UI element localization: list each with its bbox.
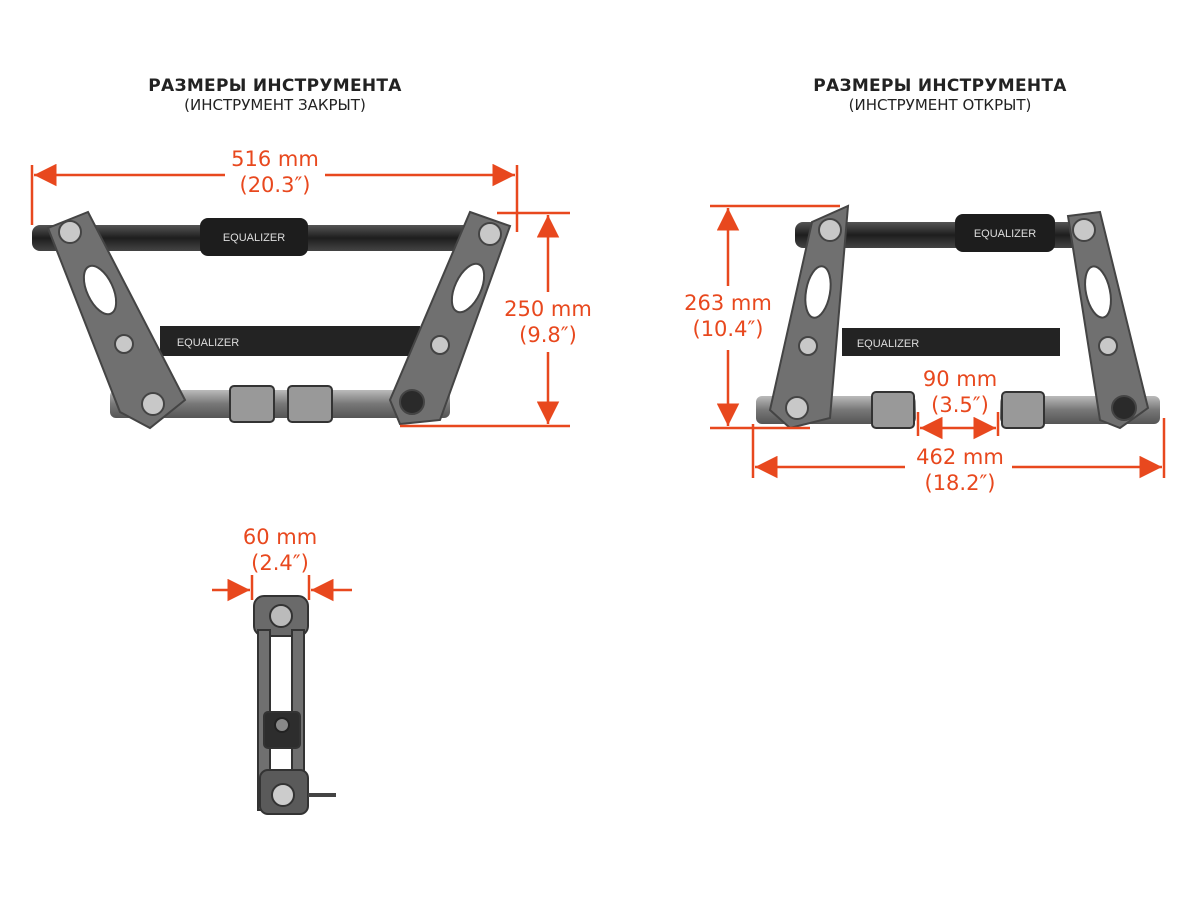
open-top-logo: EQUALIZER bbox=[974, 228, 1036, 240]
side-middle-pin bbox=[274, 717, 290, 733]
open-left-pin-mid bbox=[798, 336, 818, 356]
closed-left-pin-top bbox=[58, 220, 82, 244]
side-top-pin bbox=[269, 604, 293, 628]
side-thickness-mm: 60 mm bbox=[242, 525, 318, 549]
open-right-pin-top bbox=[1072, 218, 1096, 242]
open-left-arm-slot bbox=[804, 265, 832, 319]
closed-left-pin-mid bbox=[114, 334, 134, 354]
open-label-bar bbox=[842, 328, 1060, 356]
closed-label-bar bbox=[160, 326, 420, 356]
open-height-in: (10.4″) bbox=[692, 317, 764, 341]
open-left-pin-top bbox=[818, 218, 842, 242]
closed-dimensions bbox=[30, 163, 570, 428]
closed-height-label: 250 mm (9.8″) bbox=[498, 296, 598, 348]
side-dimensions bbox=[212, 575, 352, 602]
open-gap-mm: 90 mm bbox=[922, 367, 998, 391]
closed-left-arm-slot bbox=[82, 264, 118, 316]
open-right-pin-mid bbox=[1098, 336, 1118, 356]
open-jaw-right bbox=[1001, 391, 1045, 429]
closed-top-logo: EQUALIZER bbox=[223, 232, 285, 244]
closed-right-arm-slot bbox=[450, 262, 486, 314]
closed-height-in: (9.8″) bbox=[519, 323, 577, 347]
open-width-label: 462 mm (18.2″) bbox=[908, 444, 1012, 496]
closed-right-pin-top bbox=[478, 222, 502, 246]
side-view-tool bbox=[253, 595, 336, 815]
open-subtitle: (ИНСТРУМЕНТ ОТКРЫТ) bbox=[848, 96, 1032, 115]
closed-top-body bbox=[200, 218, 308, 256]
closed-jaw-left bbox=[229, 385, 275, 423]
closed-width-in: (20.3″) bbox=[239, 173, 311, 197]
open-title-block: РАЗМЕРЫ ИНСТРУМЕНТА (ИНСТРУМЕНТ ОТКРЫТ) bbox=[795, 76, 1085, 114]
closed-width-mm: 516 mm bbox=[231, 147, 319, 171]
closed-subtitle: (ИНСТРУМЕНТ ЗАКРЫТ) bbox=[184, 96, 366, 115]
closed-title-block: РАЗМЕРЫ ИНСТРУМЕНТА (ИНСТРУМЕНТ ЗАКРЫТ) bbox=[130, 76, 420, 114]
open-title: РАЗМЕРЫ ИНСТРУМЕНТА bbox=[813, 76, 1067, 96]
closed-left-arm bbox=[46, 210, 187, 430]
open-jaw-left bbox=[871, 391, 915, 429]
side-thickness-in: (2.4″) bbox=[251, 551, 309, 575]
closed-left-pin-bottom bbox=[141, 392, 165, 416]
open-width-in: (18.2″) bbox=[924, 471, 996, 495]
open-label-logo: EQUALIZER bbox=[857, 338, 919, 350]
open-right-arm bbox=[1066, 210, 1150, 430]
open-height-label: 263 mm (10.4″) bbox=[678, 290, 778, 342]
side-thickness-label: 60 mm (2.4″) bbox=[230, 524, 330, 576]
open-top-body bbox=[955, 214, 1055, 252]
closed-title: РАЗМЕРЫ ИНСТРУМЕНТА bbox=[148, 76, 402, 96]
closed-tool: EQUALIZER EQUALIZER bbox=[32, 210, 512, 430]
open-width-mm: 462 mm bbox=[916, 445, 1004, 469]
side-bottom-pin bbox=[271, 783, 295, 807]
open-gap-label: 90 mm (3.5″) bbox=[910, 366, 1010, 418]
closed-right-pin-bottom bbox=[399, 389, 425, 415]
closed-width-label: 516 mm (20.3″) bbox=[225, 146, 325, 198]
open-tool: EQUALIZER EQUALIZER bbox=[756, 204, 1160, 430]
open-left-arm bbox=[768, 204, 850, 430]
open-gap-in: (3.5″) bbox=[931, 393, 989, 417]
closed-label-logo: EQUALIZER bbox=[177, 337, 239, 349]
open-left-pin-bottom bbox=[785, 396, 809, 420]
closed-jaw-right bbox=[287, 385, 333, 423]
open-dimensions bbox=[710, 204, 1166, 479]
open-right-arm-slot bbox=[1084, 265, 1112, 319]
closed-right-pin-mid bbox=[430, 335, 450, 355]
open-height-mm: 263 mm bbox=[684, 291, 772, 315]
closed-bottom-rod bbox=[110, 390, 450, 418]
closed-height-mm: 250 mm bbox=[504, 297, 592, 321]
open-right-pin-bottom bbox=[1111, 395, 1137, 421]
